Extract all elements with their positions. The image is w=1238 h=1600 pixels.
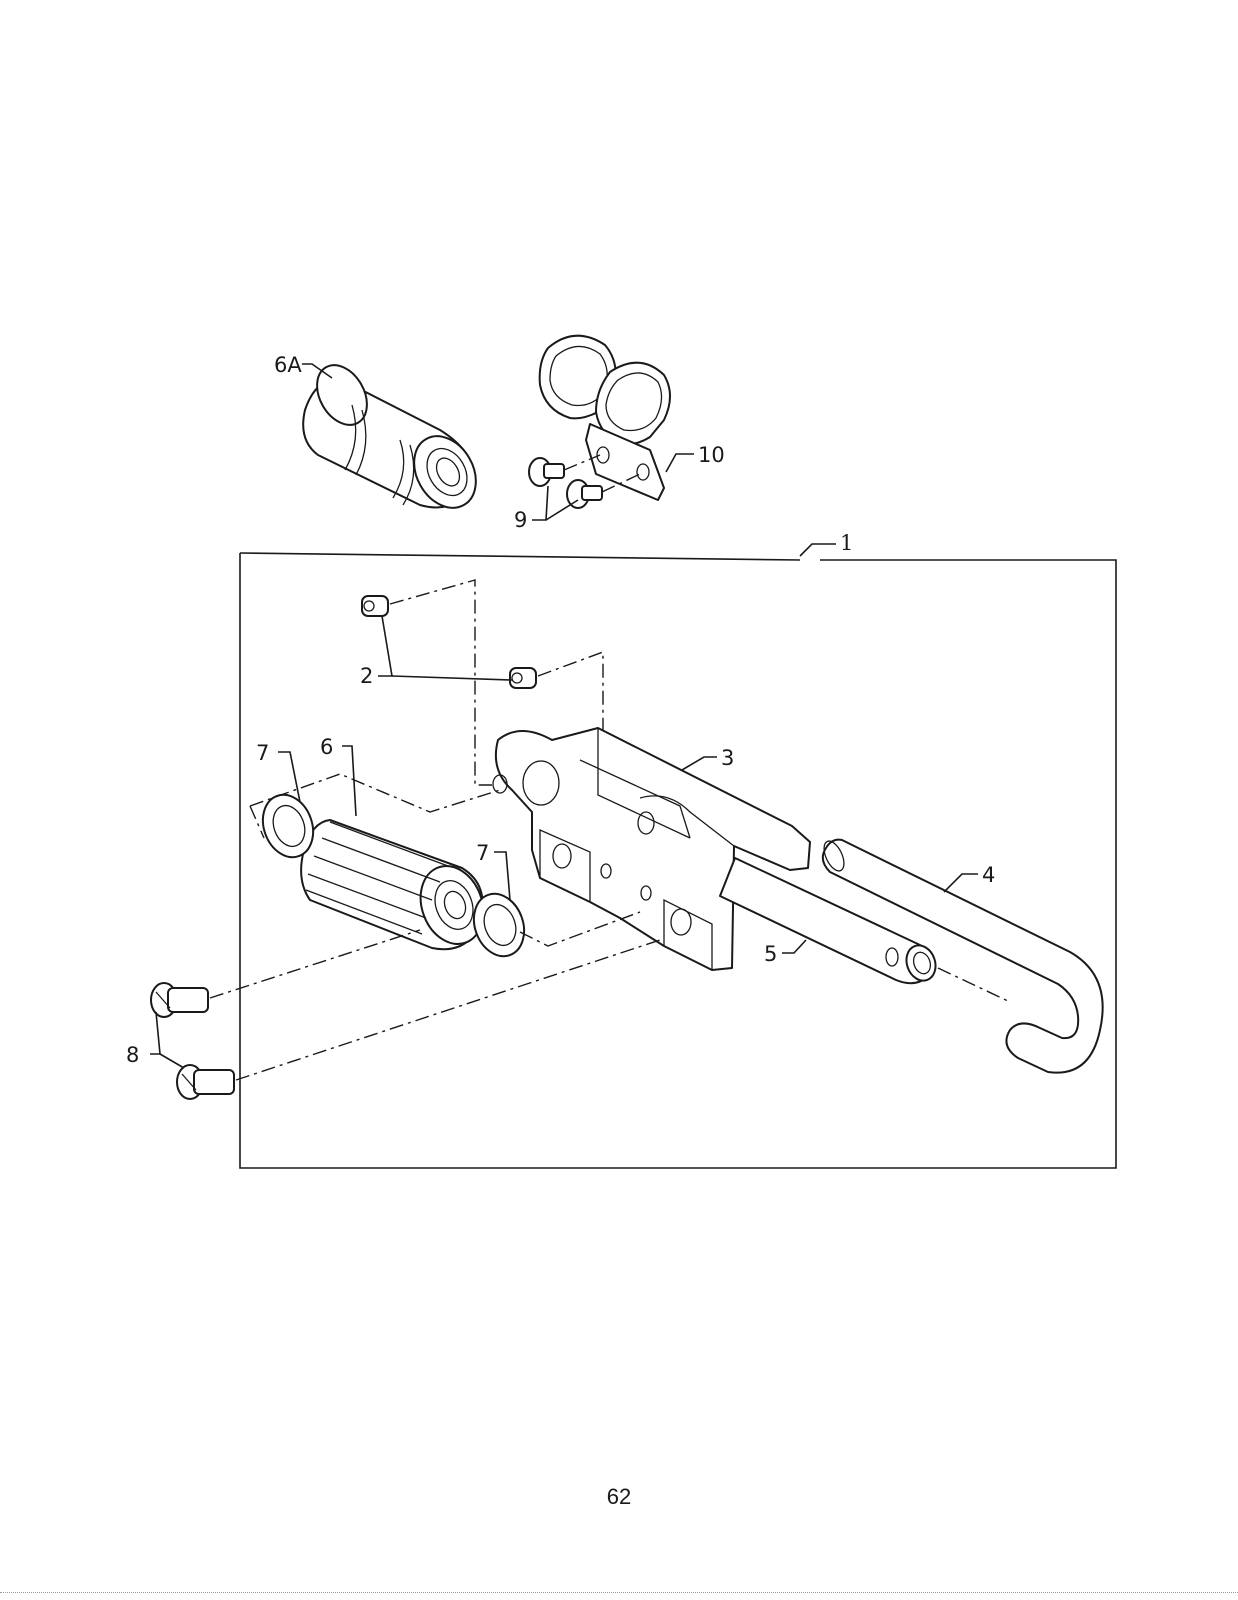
part-8-screws (151, 930, 660, 1099)
callout-6a: 6A (274, 353, 302, 377)
part-3-main-block (493, 728, 810, 970)
callout-4: 4 (982, 863, 995, 887)
callout-9: 9 (514, 508, 527, 532)
callout-7-right: 7 (476, 841, 489, 865)
part-6-knurled-roller (301, 820, 494, 953)
callout-1: 1 (840, 531, 853, 555)
page-number: 62 (0, 1484, 1238, 1510)
callout-3: 3 (721, 746, 734, 770)
callout-5: 5 (764, 942, 777, 966)
scan-edge-line (0, 1592, 1238, 1593)
callout-6: 6 (320, 735, 333, 759)
callout-8: 8 (126, 1043, 139, 1067)
callout-10: 10 (698, 443, 725, 467)
callout-7-left: 7 (256, 741, 269, 765)
callout-2: 2 (360, 664, 373, 688)
part-6a-bushing (303, 356, 488, 519)
